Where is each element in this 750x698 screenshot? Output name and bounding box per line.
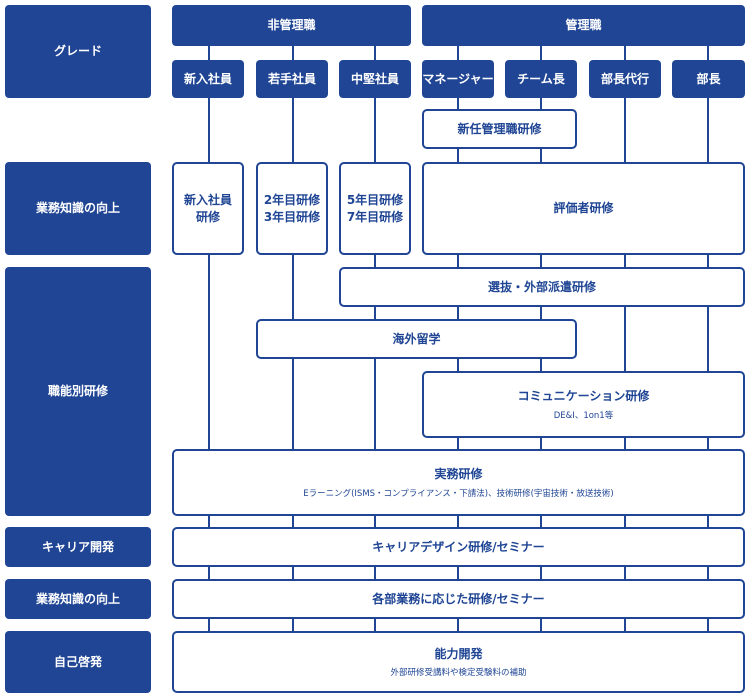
program-practical-title: 実務研修: [434, 467, 483, 481]
program-new-employee-title: 新入社員 研修: [183, 192, 232, 224]
grade-mid-level-employee: 中堅社員: [339, 60, 411, 98]
lane-line-3: [374, 98, 376, 688]
connector-line: [457, 46, 459, 60]
program-career-design: キャリアデザイン研修/セミナー: [172, 527, 745, 567]
grade-director: 部長: [672, 60, 745, 98]
program-ability-development-sub: 外部研修受講料や検定受験料の補助: [390, 668, 527, 679]
program-overseas-study: 海外留学: [256, 319, 577, 359]
program-practical-sub: Eラーニング(ISMS・コンプライアンス・下請法)、技術研修(宇宙技術・放送技術…: [303, 488, 614, 499]
group-header-non-management: 非管理職: [172, 5, 411, 46]
connector-line: [624, 46, 626, 60]
program-evaluator-title: 評価者研修: [553, 201, 614, 216]
program-department: 各部業務に応じた研修/セミナー: [172, 579, 745, 619]
program-department-title: 各部業務に応じた研修/セミナー: [372, 591, 545, 606]
program-practical: 実務研修 Eラーニング(ISMS・コンプライアンス・下請法)、技術研修(宇宙技術…: [172, 449, 745, 516]
program-new-manager: 新任管理職研修: [422, 109, 577, 149]
connector-line: [208, 46, 210, 60]
program-year2-3-title: 2年目研修 3年目研修: [263, 192, 321, 224]
group-header-management: 管理職: [422, 5, 745, 46]
program-year5-7-title: 5年目研修 7年目研修: [346, 192, 404, 224]
row-label-self-development: 自己啓発: [5, 631, 151, 693]
program-selection-external: 選抜・外部派遣研修: [339, 267, 745, 307]
connector-line: [374, 46, 376, 60]
program-ability-development-title: 能力開発: [434, 646, 483, 661]
row-label-grade: グレード: [5, 5, 151, 98]
grade-new-employee: 新入社員: [172, 60, 244, 98]
grade-team-leader: チーム長: [505, 60, 577, 98]
row-label-business-knowledge: 業務知識の向上: [5, 162, 151, 255]
program-new-manager-title: 新任管理職研修: [457, 121, 542, 136]
program-overseas-study-title: 海外留学: [392, 331, 441, 346]
connector-line: [540, 46, 542, 60]
connector-line: [292, 46, 294, 60]
program-year2-3: 2年目研修 3年目研修: [256, 162, 328, 255]
program-selection-external-title: 選抜・外部派遣研修: [487, 279, 596, 294]
program-evaluator: 評価者研修: [422, 162, 745, 255]
program-career-design-title: キャリアデザイン研修/セミナー: [372, 539, 545, 554]
program-communication-sub: DE&I、1on1等: [553, 410, 614, 421]
program-year5-7: 5年目研修 7年目研修: [339, 162, 411, 255]
grade-young-employee: 若手社員: [256, 60, 328, 98]
row-label-business-knowledge-2: 業務知識の向上: [5, 579, 151, 619]
connector-line: [707, 46, 709, 60]
program-communication-title: コミュニケーション研修: [517, 389, 650, 403]
lane-line-2: [292, 98, 294, 688]
grade-deputy-director: 部長代行: [589, 60, 661, 98]
program-new-employee: 新入社員 研修: [172, 162, 244, 255]
row-label-functional-training: 職能別研修: [5, 267, 151, 516]
row-label-career-development: キャリア開発: [5, 527, 151, 567]
lane-line-1: [208, 98, 210, 688]
program-ability-development: 能力開発 外部研修受講料や検定受験料の補助: [172, 631, 745, 693]
program-communication: コミュニケーション研修 DE&I、1on1等: [422, 371, 745, 438]
grade-manager: マネージャー: [422, 60, 494, 98]
